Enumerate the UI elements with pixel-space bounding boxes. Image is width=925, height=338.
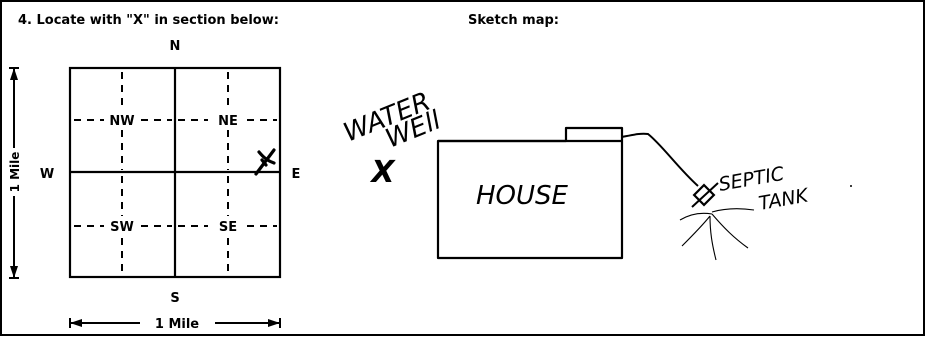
house-label: HOUSE [476,181,569,211]
compass-south: S [170,291,179,306]
stray-mark [850,185,852,187]
horizontal-scale-arrow-right [268,319,280,327]
quadrant-nw: NW [109,114,134,129]
quadrant-ne: NE [218,114,238,129]
well-location-mark: X [369,155,396,190]
vertical-scale-arrow-up [10,68,18,80]
quadrant-se: SE [219,220,237,235]
vertical-scale-arrow-down [10,266,18,278]
compass-north: N [170,39,181,54]
vertical-scale: 1 Mile [8,67,22,279]
quadrant-sw: SW [110,220,134,235]
horizontal-scale-label: 1 Mile [155,317,199,332]
horizontal-scale-arrow-left [70,319,82,327]
septic-tank-stroke [691,182,719,208]
vertical-scale-label: 1 Mile [8,152,22,193]
sketch-map-heading: Sketch map: [468,13,559,28]
sketch-map: WATER WEll X HOUSE SEPTIC TANK [339,87,852,261]
compass-west: W [40,167,54,182]
horizontal-scale: 1 Mile [69,317,281,332]
septic-label-line2: TANK [757,184,811,215]
section-locator: N S W E NW NE SW SE [8,39,300,332]
compass-east: E [292,167,301,182]
quarter-dividers [74,72,277,274]
drain-line [621,132,699,187]
section-heading: 4. Locate with "X" in section below: [18,13,279,28]
location-mark [254,148,276,176]
drain-field [679,208,755,261]
